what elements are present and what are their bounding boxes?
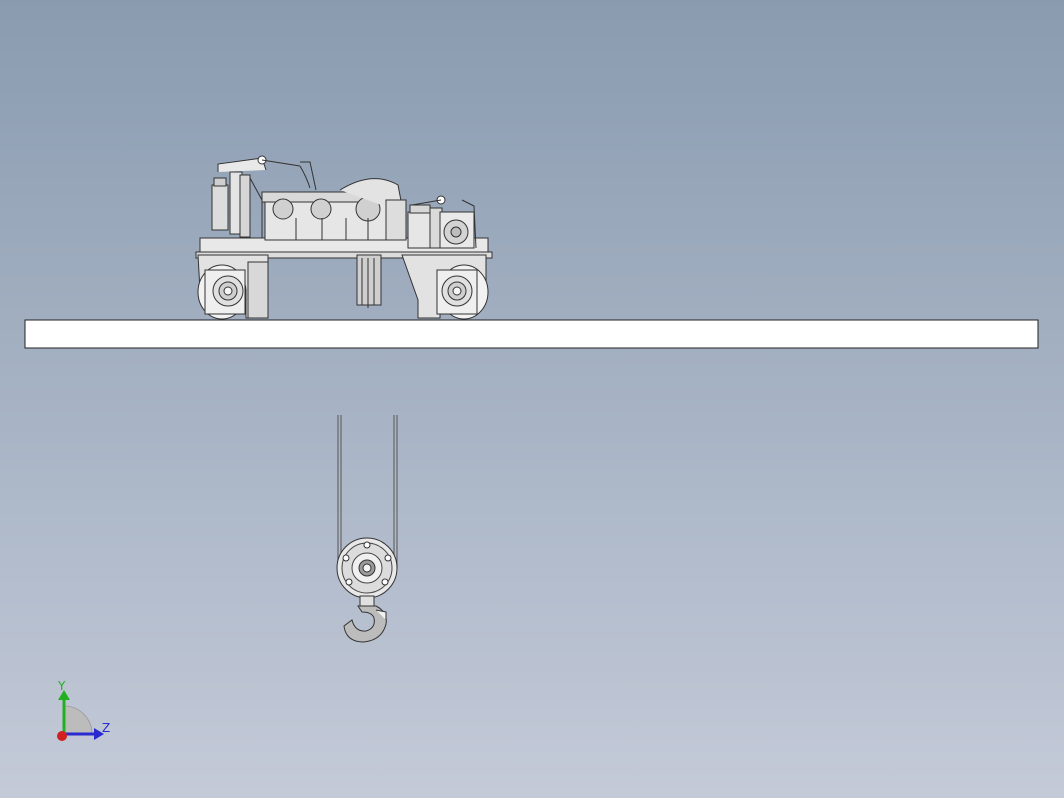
axis-z-label: Z (102, 721, 111, 735)
girder-rail (24, 319, 1039, 349)
crane-trolley (195, 155, 493, 320)
wheel-right (436, 264, 489, 320)
axis-triad (57, 690, 104, 741)
rope-drum (339, 178, 407, 241)
trolley-wheels (197, 264, 489, 320)
axis-y-label: Y (58, 679, 66, 693)
wheel-left (197, 264, 247, 320)
wire-ropes (337, 415, 398, 568)
winch-motor (407, 195, 477, 249)
hook-block-pulley (336, 537, 398, 599)
sheave-pack (356, 254, 382, 308)
brake-assembly (211, 155, 301, 238)
crane-hook (343, 595, 387, 643)
